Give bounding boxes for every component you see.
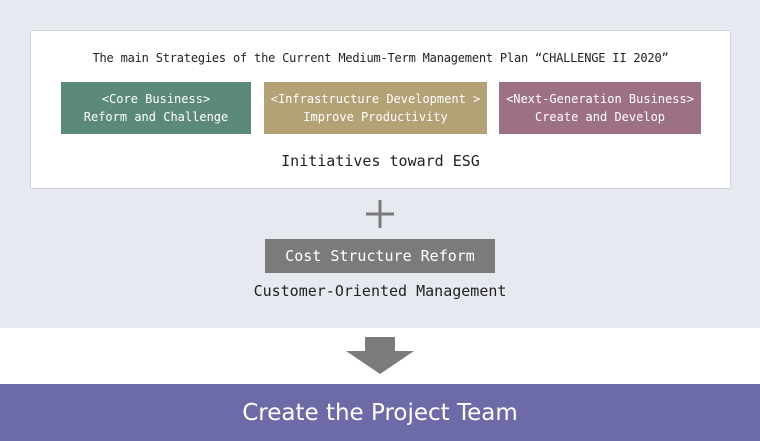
project-team-label: Create the Project Team [242,399,518,426]
core-business-heading: <Core Business> [101,92,211,106]
core-business-text: Reform and Challenge [83,110,229,124]
infrastructure-heading: <Infrastructure Development > [270,92,481,106]
cost-structure-box: Cost Structure Reform [265,239,495,273]
down-arrow-icon [346,337,414,374]
customer-oriented-management: Customer-Oriented Management [253,282,507,300]
next-generation-box: <Next-Generation Business> Create and De… [499,82,701,134]
project-team-bar: Create the Project Team [0,384,760,441]
panel-title: The main Strategies of the Current Mediu… [92,51,669,65]
next-generation-text: Create and Develop [534,110,666,124]
strategies-panel: The main Strategies of the Current Mediu… [30,30,731,189]
infrastructure-box: <Infrastructure Development > Improve Pr… [264,82,487,134]
cost-structure-label: Cost Structure Reform [285,247,475,265]
top-section: The main Strategies of the Current Mediu… [0,0,760,328]
core-business-box: <Core Business> Reform and Challenge [61,82,251,134]
plus-icon [366,200,394,228]
infrastructure-text: Improve Productivity [303,110,448,124]
esg-initiatives: Initiatives toward ESG [281,152,480,170]
next-generation-heading: <Next-Generation Business> [506,92,694,106]
